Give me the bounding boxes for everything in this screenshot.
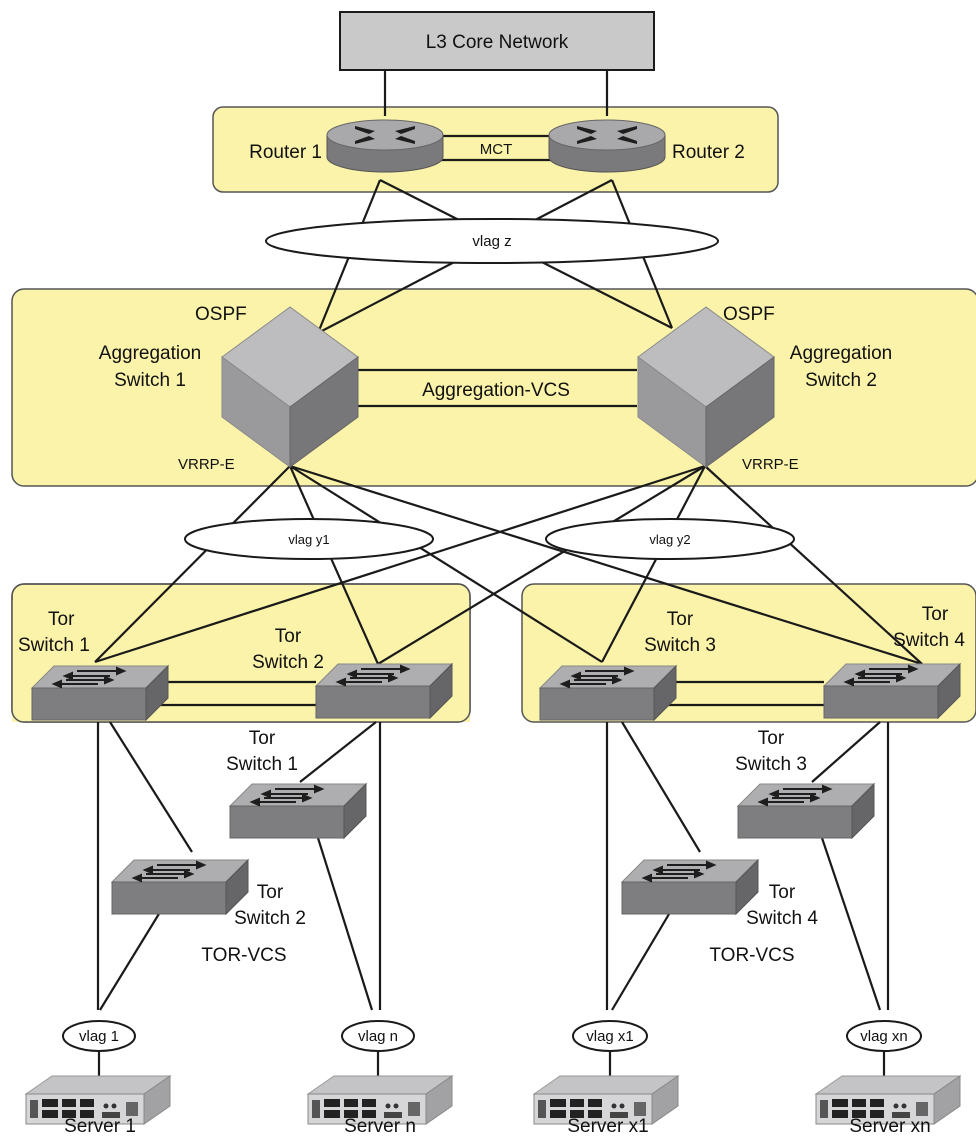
tor-zone-left-frame bbox=[11, 583, 471, 723]
vlag-y1-label: vlag y1 bbox=[288, 532, 329, 547]
router-2-label: Router 2 bbox=[672, 142, 745, 163]
vlag-z-oval bbox=[265, 218, 719, 264]
tor-left-d-icon bbox=[111, 859, 249, 915]
server-links bbox=[97, 1051, 886, 1078]
vlag-1-label: vlag 1 bbox=[79, 1028, 119, 1045]
mct-label: MCT bbox=[480, 141, 513, 158]
router-1-icon bbox=[326, 119, 444, 173]
tor-right-b-icon bbox=[823, 663, 961, 719]
server-n-label: Server n bbox=[344, 1116, 416, 1137]
router-1-label: Router 1 bbox=[249, 142, 322, 163]
agg-left-vrrp: VRRP-E bbox=[178, 456, 235, 473]
tor-right-d-icon bbox=[621, 859, 759, 915]
tor-left-c-line2: Switch 1 bbox=[226, 754, 298, 775]
agg-left-name-1: Aggregation bbox=[99, 343, 201, 364]
vlag-n-label: vlag n bbox=[358, 1028, 398, 1045]
tor-right-d-line1: Tor bbox=[769, 882, 796, 903]
tor-left-a-line2: Switch 1 bbox=[18, 635, 90, 656]
core-network-label: L3 Core Network bbox=[426, 32, 569, 53]
tor-left-c-icon bbox=[229, 783, 367, 839]
agg-right-name-2: Switch 2 bbox=[805, 370, 877, 391]
tor-left-d-line1: Tor bbox=[257, 882, 284, 903]
agg-right-vrrp: VRRP-E bbox=[742, 456, 799, 473]
server-x1-label: Server x1 bbox=[567, 1116, 648, 1137]
tor-right-b-line2: Switch 4 bbox=[893, 630, 965, 651]
tor-right-b-line1: Tor bbox=[922, 604, 949, 625]
tor-left-a-line1: Tor bbox=[48, 609, 75, 630]
vlag-y2-oval bbox=[545, 518, 795, 560]
agg-right-name-1: Aggregation bbox=[790, 343, 892, 364]
vlag-y2-label: vlag y2 bbox=[649, 532, 690, 547]
agg-left-protocol: OSPF bbox=[195, 304, 247, 325]
tor-right-c-icon bbox=[737, 783, 875, 839]
tor-left-b-line1: Tor bbox=[275, 626, 302, 647]
agg-right-protocol: OSPF bbox=[723, 304, 775, 325]
aggregation-vcs-label: Aggregation-VCS bbox=[422, 380, 570, 401]
server-1-label: Server 1 bbox=[64, 1116, 136, 1137]
core-network-box bbox=[339, 11, 655, 71]
tor-right-a-icon bbox=[539, 665, 677, 721]
router-2-icon bbox=[548, 119, 666, 173]
tor-left-a-icon bbox=[31, 665, 169, 721]
tor-left-d-line2: Switch 2 bbox=[234, 908, 306, 929]
vlag-x1-label: vlag x1 bbox=[586, 1028, 634, 1045]
tor-left-b-icon bbox=[315, 663, 453, 719]
tor-right-a-line1: Tor bbox=[667, 609, 694, 630]
tor-right-a-line2: Switch 3 bbox=[644, 635, 716, 656]
tor-left-c-line1: Tor bbox=[249, 728, 276, 749]
tor-right-c-line1: Tor bbox=[758, 728, 785, 749]
tor-left-b-line2: Switch 2 bbox=[252, 652, 324, 673]
server-xn-label: Server xn bbox=[849, 1116, 930, 1137]
tor-right-vcs-label: TOR-VCS bbox=[709, 945, 794, 966]
vlag-xn-label: vlag xn bbox=[860, 1028, 908, 1045]
tor-left-vcs-label: TOR-VCS bbox=[201, 945, 286, 966]
tor-right-c-line2: Switch 3 bbox=[735, 754, 807, 775]
tor-right-d-line2: Switch 4 bbox=[746, 908, 818, 929]
vlag-y1-oval bbox=[184, 518, 434, 560]
vlag-z-label: vlag z bbox=[472, 233, 511, 250]
agg-left-name-2: Switch 1 bbox=[114, 370, 186, 391]
